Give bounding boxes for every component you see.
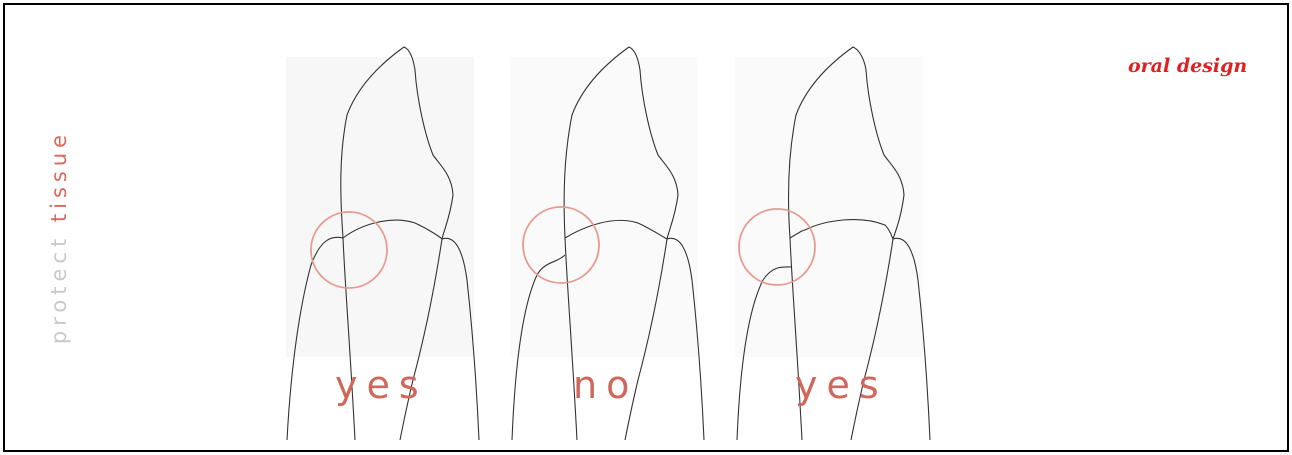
tooth-root-left [343,238,355,440]
gum-right [893,238,930,440]
gum-right [442,238,479,440]
tooth-root-right [625,239,667,440]
highlight-circle [739,209,815,285]
tooth-root-right [400,239,442,440]
tooth-crown-outline [564,47,678,239]
gum-left [737,267,792,440]
tooth-crown-outline [341,47,453,239]
tooth-root-left [565,238,577,440]
panel-label-1: yes [335,363,428,407]
tooth-crown-outline [788,47,904,239]
tooth-root-left [790,238,802,440]
highlight-circle [523,207,599,283]
gum-right [667,238,704,440]
panel-label-3: yes [795,363,888,407]
slide: protect tissue oral design [3,3,1289,452]
tooth-root-right [851,239,893,440]
panel-label-2: no [573,363,638,407]
tooth-diagrams [5,5,1287,450]
highlight-circle [311,212,387,288]
